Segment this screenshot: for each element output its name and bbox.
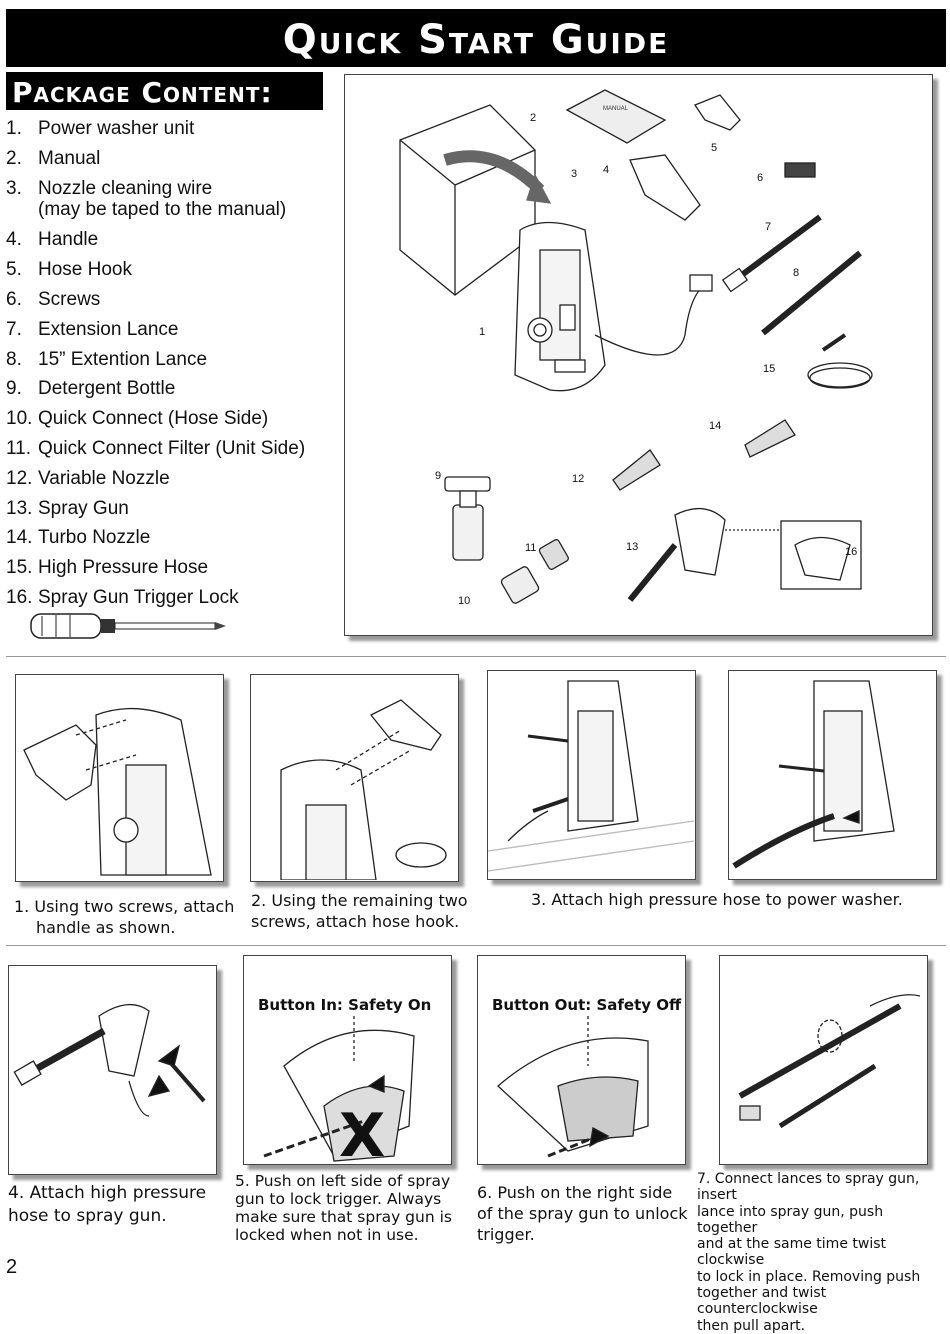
callout-12: 12 bbox=[572, 473, 584, 485]
list-item: 8.15” Extention Lance bbox=[6, 348, 208, 370]
step-3a-illustration bbox=[487, 670, 696, 880]
callout-16: 16 bbox=[845, 546, 857, 558]
safety-off-label: Button Out: Safety Off bbox=[492, 996, 682, 1014]
hose-connected-illustration bbox=[732, 680, 895, 869]
list-item-subtext: (may be taped to the manual) bbox=[38, 199, 287, 221]
page-title: Quick Start Guide bbox=[282, 17, 670, 63]
list-item: 3.Nozzle cleaning wire(may be taped to t… bbox=[6, 177, 287, 221]
hose-to-gun-illustration bbox=[13, 1004, 206, 1117]
step-5-illustration: Button In: Safety On X bbox=[243, 955, 452, 1171]
list-item: 4.Handle bbox=[6, 229, 99, 251]
svg-text:X: X bbox=[339, 1101, 385, 1163]
callout-13: 13 bbox=[626, 541, 638, 553]
callout-1: 1 bbox=[479, 326, 485, 338]
safety-on-illustration: X bbox=[263, 1016, 415, 1171]
list-item: 9.Detergent Bottle bbox=[6, 378, 176, 400]
step-3b-illustration bbox=[728, 670, 937, 880]
list-item: 15.High Pressure Hose bbox=[6, 557, 209, 579]
step-1-caption: 1. Using two screws, attach handle as sh… bbox=[14, 897, 235, 937]
list-item: 12.Variable Nozzle bbox=[6, 467, 170, 489]
list-item: 16.Spray Gun Trigger Lock bbox=[6, 586, 239, 608]
callout-14: 14 bbox=[709, 420, 721, 432]
step-5-caption: 5. Push on left side of spray gun to loc… bbox=[235, 1172, 452, 1244]
lance-connect-illustration bbox=[738, 994, 921, 1129]
handle-attach-illustration bbox=[23, 707, 212, 876]
callout-10: 10 bbox=[458, 595, 470, 607]
list-item: 5.Hose Hook bbox=[6, 259, 132, 281]
package-content-list: 1.Power washer unit 2.Manual 3.Nozzle cl… bbox=[6, 114, 336, 613]
safety-off-illustration bbox=[497, 1016, 649, 1158]
step-7-illustration bbox=[719, 955, 928, 1165]
list-item: 11.Quick Connect Filter (Unit Side) bbox=[6, 437, 306, 459]
callout-4: 4 bbox=[603, 164, 609, 176]
list-item: 2.Manual bbox=[6, 147, 101, 169]
step-3-caption: 3. Attach high pressure hose to power wa… bbox=[531, 890, 903, 909]
callout-6: 6 bbox=[757, 172, 763, 184]
callout-15: 15 bbox=[763, 363, 775, 375]
step-1-illustration bbox=[15, 674, 224, 882]
list-item: 7.Extension Lance bbox=[6, 318, 179, 340]
callout-5: 5 bbox=[711, 142, 717, 154]
title-bar: Quick Start Guide bbox=[6, 9, 946, 67]
screwdriver-icon bbox=[30, 613, 226, 639]
package-content-heading: Package Content: bbox=[6, 72, 323, 110]
list-item: 1.Power washer unit bbox=[6, 118, 195, 139]
step-6-caption: 6. Push on the right side of the spray g… bbox=[477, 1183, 688, 1244]
list-item: 13.Spray Gun bbox=[6, 497, 129, 519]
step-6-illustration: Button Out: Safety Off bbox=[477, 955, 686, 1165]
callout-3: 3 bbox=[571, 168, 577, 180]
hose-hook-attach-illustration bbox=[280, 699, 447, 881]
divider bbox=[6, 945, 946, 946]
package-contents-diagram: MANUAL bbox=[344, 74, 933, 636]
callout-11: 11 bbox=[525, 542, 536, 554]
manual-cover-text: MANUAL bbox=[603, 106, 629, 112]
callout-2: 2 bbox=[530, 112, 536, 124]
callout-9: 9 bbox=[435, 470, 441, 482]
step-2-caption: 2. Using the remaining two screws, attac… bbox=[251, 891, 468, 931]
safety-on-label: Button In: Safety On bbox=[258, 996, 432, 1014]
callout-8: 8 bbox=[793, 267, 799, 279]
hose-to-washer-illustration bbox=[487, 680, 695, 872]
list-item: 14.Turbo Nozzle bbox=[6, 527, 151, 549]
package-parts-illustration: MANUAL bbox=[399, 89, 873, 607]
step-7-caption: 7. Connect lances to spray gun, insert l… bbox=[697, 1171, 921, 1334]
step-4-illustration bbox=[8, 965, 217, 1175]
list-item: 6.Screws bbox=[6, 288, 101, 310]
list-item: 10.Quick Connect (Hose Side) bbox=[6, 408, 269, 430]
callout-7: 7 bbox=[765, 221, 771, 233]
step-2-illustration bbox=[250, 674, 459, 882]
page-number: 2 bbox=[6, 1256, 18, 1278]
divider bbox=[6, 656, 946, 657]
step-4-caption: 4. Attach high pressure hose to spray gu… bbox=[8, 1183, 207, 1226]
